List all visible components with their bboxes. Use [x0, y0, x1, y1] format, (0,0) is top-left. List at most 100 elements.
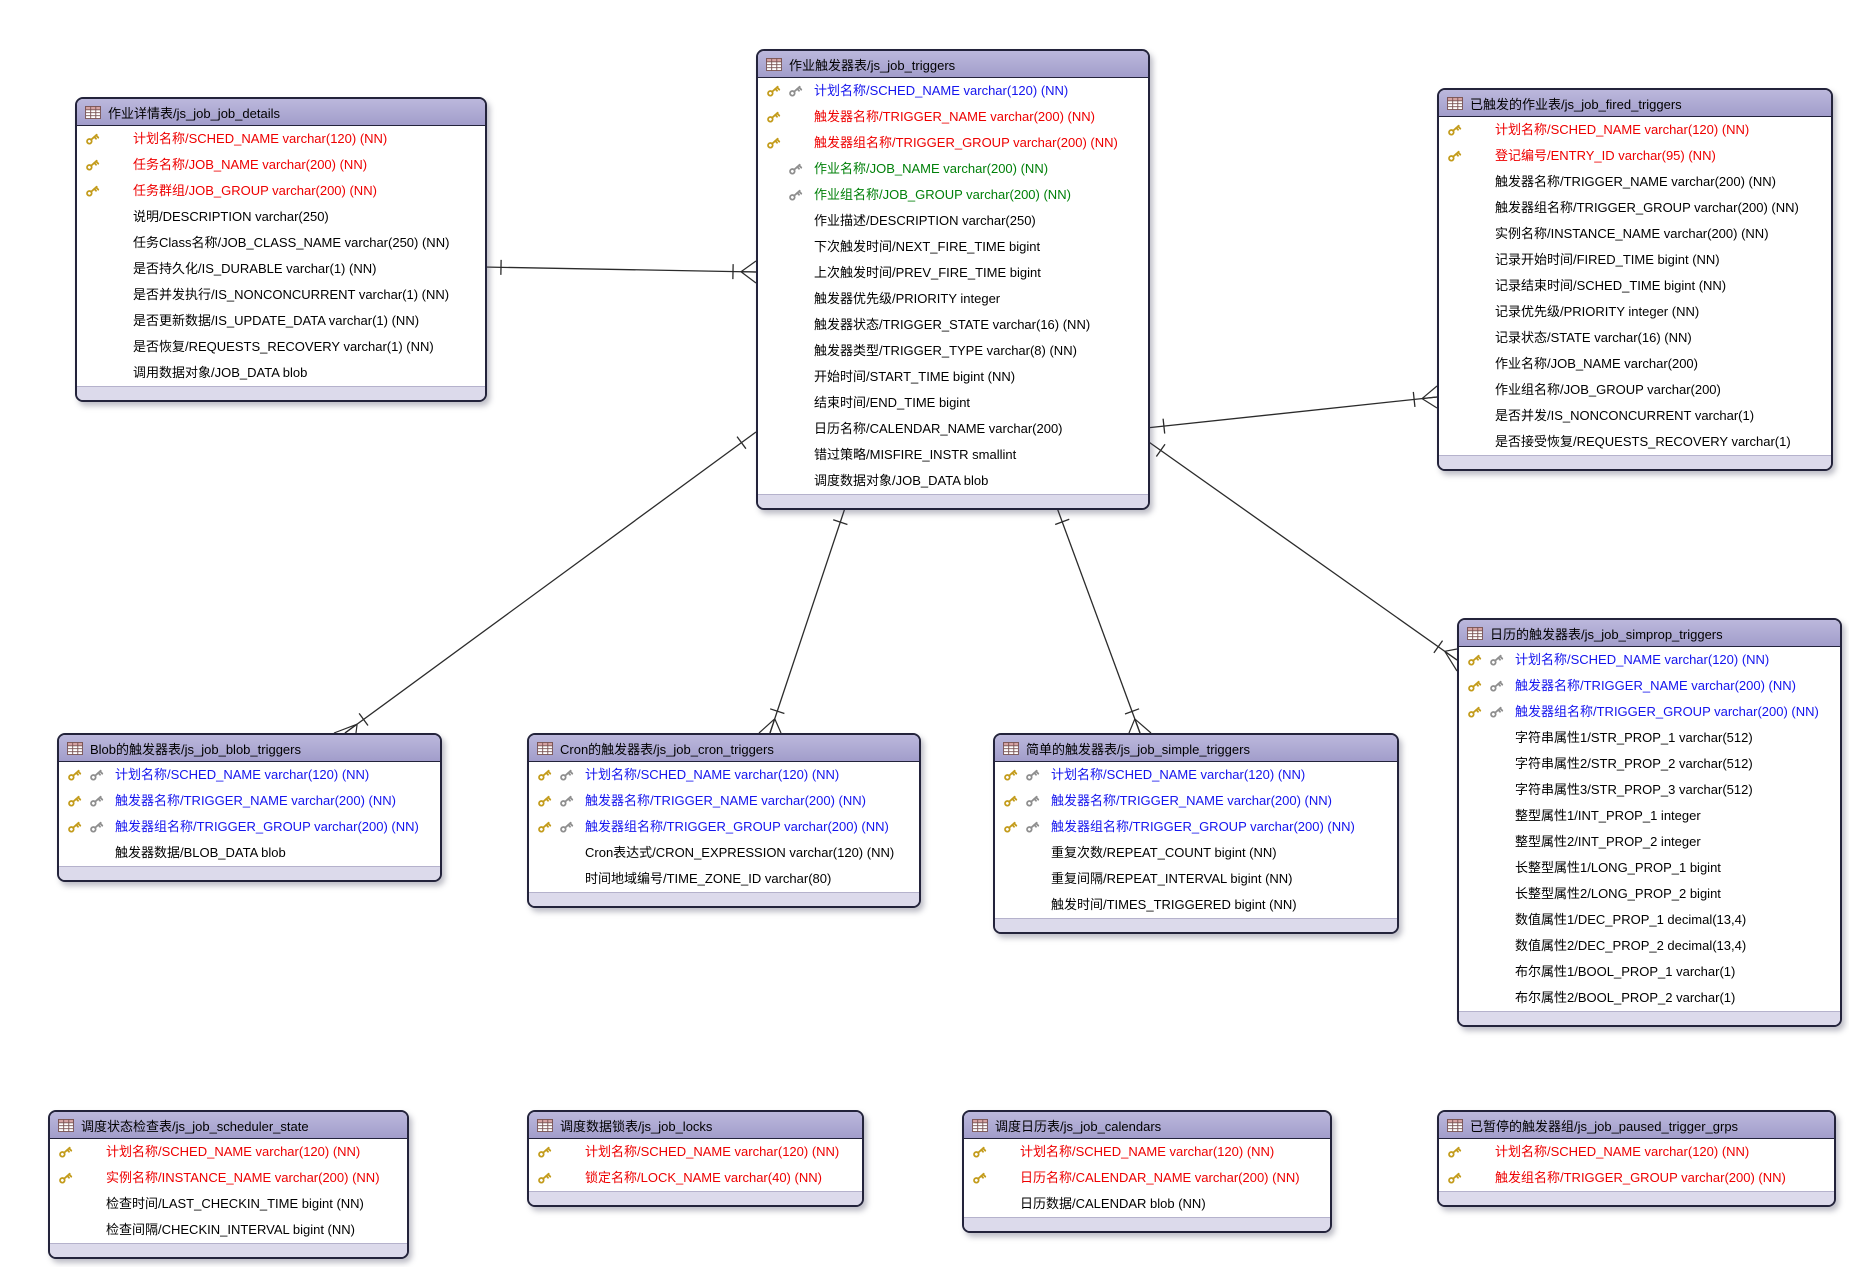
field-row[interactable]: 是否恢复/REQUESTS_RECOVERY varchar(1) (NN) [77, 334, 485, 360]
entity-header[interactable]: 调度状态检查表/js_job_scheduler_state [50, 1112, 407, 1139]
field-row[interactable]: 计划名称/SCHED_NAME varchar(120) (NN) [59, 762, 440, 788]
field-row[interactable]: 布尔属性2/BOOL_PROP_2 varchar(1) [1459, 985, 1840, 1011]
field-row[interactable]: 长整型属性1/LONG_PROP_1 bigint [1459, 855, 1840, 881]
field-row[interactable]: 记录优先级/PRIORITY integer (NN) [1439, 299, 1831, 325]
field-row[interactable]: 登记编号/ENTRY_ID varchar(95) (NN) [1439, 143, 1831, 169]
field-row[interactable]: 触发器名称/TRIGGER_NAME varchar(200) (NN) [758, 104, 1148, 130]
entity-header[interactable]: 已暂停的触发器组/js_job_paused_trigger_grps [1439, 1112, 1834, 1139]
entity-js_job_locks[interactable]: 调度数据锁表/js_job_locks 计划名称/SCHED_NAME varc… [527, 1110, 864, 1207]
field-row[interactable]: 作业描述/DESCRIPTION varchar(250) [758, 208, 1148, 234]
entity-header[interactable]: 调度数据锁表/js_job_locks [529, 1112, 862, 1139]
field-row[interactable]: 检查间隔/CHECKIN_INTERVAL bigint (NN) [50, 1217, 407, 1243]
entity-js_job_job_details[interactable]: 作业详情表/js_job_job_details 计划名称/SCHED_NAME… [75, 97, 487, 402]
entity-header[interactable]: 作业详情表/js_job_job_details [77, 99, 485, 126]
field-row[interactable]: 长整型属性2/LONG_PROP_2 bigint [1459, 881, 1840, 907]
field-row[interactable]: 调度数据对象/JOB_DATA blob [758, 468, 1148, 494]
field-row[interactable]: 计划名称/SCHED_NAME varchar(120) (NN) [1459, 647, 1840, 673]
field-row[interactable]: 触发器组名称/TRIGGER_GROUP varchar(200) (NN) [995, 814, 1397, 840]
field-row[interactable]: 任务Class名称/JOB_CLASS_NAME varchar(250) (N… [77, 230, 485, 256]
relation-js_job_triggers-js_job_simprop_triggers[interactable] [1145, 439, 1458, 672]
entity-js_job_scheduler_state[interactable]: 调度状态检查表/js_job_scheduler_state 计划名称/SCHE… [48, 1110, 409, 1259]
field-row[interactable]: 整型属性2/INT_PROP_2 integer [1459, 829, 1840, 855]
field-row[interactable]: 触发时间/TIMES_TRIGGERED bigint (NN) [995, 892, 1397, 918]
relation-js_job_triggers-js_job_simple_triggers[interactable] [1054, 504, 1152, 734]
field-row[interactable]: 计划名称/SCHED_NAME varchar(120) (NN) [995, 762, 1397, 788]
field-row[interactable]: Cron表达式/CRON_EXPRESSION varchar(120) (NN… [529, 840, 919, 866]
field-row[interactable]: 错过策略/MISFIRE_INSTR smallint [758, 442, 1148, 468]
field-row[interactable]: 检查时间/LAST_CHECKIN_TIME bigint (NN) [50, 1191, 407, 1217]
field-row[interactable]: 触发器名称/TRIGGER_NAME varchar(200) (NN) [1439, 169, 1831, 195]
field-row[interactable]: 上次触发时间/PREV_FIRE_TIME bigint [758, 260, 1148, 286]
field-row[interactable]: 触发器数据/BLOB_DATA blob [59, 840, 440, 866]
field-row[interactable]: 计划名称/SCHED_NAME varchar(120) (NN) [50, 1139, 407, 1165]
field-row[interactable]: 触发器状态/TRIGGER_STATE varchar(16) (NN) [758, 312, 1148, 338]
entity-js_job_fired_triggers[interactable]: 已触发的作业表/js_job_fired_triggers 计划名称/SCHED… [1437, 88, 1833, 471]
field-row[interactable]: 触发器组名称/TRIGGER_GROUP varchar(200) (NN) [59, 814, 440, 840]
field-row[interactable]: 作业组名称/JOB_GROUP varchar(200) [1439, 377, 1831, 403]
field-row[interactable]: 是否更新数据/IS_UPDATE_DATA varchar(1) (NN) [77, 308, 485, 334]
field-row[interactable]: 整型属性1/INT_PROP_1 integer [1459, 803, 1840, 829]
field-row[interactable]: 是否并发执行/IS_NONCONCURRENT varchar(1) (NN) [77, 282, 485, 308]
entity-header[interactable]: 调度日历表/js_job_calendars [964, 1112, 1330, 1139]
field-row[interactable]: 是否持久化/IS_DURABLE varchar(1) (NN) [77, 256, 485, 282]
field-row[interactable]: 触发器优先级/PRIORITY integer [758, 286, 1148, 312]
field-row[interactable]: 触发器组名称/TRIGGER_GROUP varchar(200) (NN) [1459, 699, 1840, 725]
field-row[interactable]: 计划名称/SCHED_NAME varchar(120) (NN) [1439, 117, 1831, 143]
field-row[interactable]: 任务群组/JOB_GROUP varchar(200) (NN) [77, 178, 485, 204]
field-row[interactable]: 实例名称/INSTANCE_NAME varchar(200) (NN) [50, 1165, 407, 1191]
field-row[interactable]: 记录开始时间/FIRED_TIME bigint (NN) [1439, 247, 1831, 273]
field-row[interactable]: 作业组名称/JOB_GROUP varchar(200) (NN) [758, 182, 1148, 208]
relation-js_job_triggers-js_job_blob_triggers[interactable] [333, 431, 757, 734]
entity-header[interactable]: Cron的触发器表/js_job_cron_triggers [529, 735, 919, 762]
field-row[interactable]: 计划名称/SCHED_NAME varchar(120) (NN) [77, 126, 485, 152]
entity-header[interactable]: Blob的触发器表/js_job_blob_triggers [59, 735, 440, 762]
field-row[interactable]: 记录结束时间/SCHED_TIME bigint (NN) [1439, 273, 1831, 299]
entity-header[interactable]: 简单的触发器表/js_job_simple_triggers [995, 735, 1397, 762]
entity-js_job_simprop_triggers[interactable]: 日历的触发器表/js_job_simprop_triggers 计划名称/SCH… [1457, 618, 1842, 1027]
field-row[interactable]: 触发器组名称/TRIGGER_GROUP varchar(200) (NN) [529, 814, 919, 840]
field-row[interactable]: 任务名称/JOB_NAME varchar(200) (NN) [77, 152, 485, 178]
relation-js_job_triggers-js_job_cron_triggers[interactable] [758, 504, 848, 734]
field-row[interactable]: 作业名称/JOB_NAME varchar(200) [1439, 351, 1831, 377]
field-row[interactable]: 触发器名称/TRIGGER_NAME varchar(200) (NN) [995, 788, 1397, 814]
field-row[interactable]: 字符串属性3/STR_PROP_3 varchar(512) [1459, 777, 1840, 803]
field-row[interactable]: 数值属性2/DEC_PROP_2 decimal(13,4) [1459, 933, 1840, 959]
field-row[interactable]: 计划名称/SCHED_NAME varchar(120) (NN) [529, 762, 919, 788]
entity-js_job_paused_trigger_grps[interactable]: 已暂停的触发器组/js_job_paused_trigger_grps 计划名称… [1437, 1110, 1836, 1207]
field-row[interactable]: 记录状态/STATE varchar(16) (NN) [1439, 325, 1831, 351]
field-row[interactable]: 下次触发时间/NEXT_FIRE_TIME bigint [758, 234, 1148, 260]
field-row[interactable]: 字符串属性1/STR_PROP_1 varchar(512) [1459, 725, 1840, 751]
field-row[interactable]: 是否接受恢复/REQUESTS_RECOVERY varchar(1) [1439, 429, 1831, 455]
field-row[interactable]: 触发组名称/TRIGGER_GROUP varchar(200) (NN) [1439, 1165, 1834, 1191]
field-row[interactable]: 数值属性1/DEC_PROP_1 decimal(13,4) [1459, 907, 1840, 933]
field-row[interactable]: 调用数据对象/JOB_DATA blob [77, 360, 485, 386]
field-row[interactable]: 触发器类型/TRIGGER_TYPE varchar(8) (NN) [758, 338, 1148, 364]
field-row[interactable]: 是否并发/IS_NONCONCURRENT varchar(1) [1439, 403, 1831, 429]
field-row[interactable]: 锁定名称/LOCK_NAME varchar(40) (NN) [529, 1165, 862, 1191]
field-row[interactable]: 重复间隔/REPEAT_INTERVAL bigint (NN) [995, 866, 1397, 892]
relation-js_job_triggers-js_job_fired_triggers[interactable] [1145, 385, 1438, 434]
field-row[interactable]: 计划名称/SCHED_NAME varchar(120) (NN) [1439, 1139, 1834, 1165]
field-row[interactable]: 触发器组名称/TRIGGER_GROUP varchar(200) (NN) [1439, 195, 1831, 221]
entity-header[interactable]: 作业触发器表/js_job_triggers [758, 51, 1148, 78]
field-row[interactable]: 触发器名称/TRIGGER_NAME varchar(200) (NN) [529, 788, 919, 814]
field-row[interactable]: 计划名称/SCHED_NAME varchar(120) (NN) [964, 1139, 1330, 1165]
field-row[interactable]: 计划名称/SCHED_NAME varchar(120) (NN) [758, 78, 1148, 104]
entity-js_job_cron_triggers[interactable]: Cron的触发器表/js_job_cron_triggers 计划名称/SCHE… [527, 733, 921, 908]
relation-js_job_job_details-js_job_triggers[interactable] [482, 259, 757, 284]
field-row[interactable]: 作业名称/JOB_NAME varchar(200) (NN) [758, 156, 1148, 182]
field-row[interactable]: 计划名称/SCHED_NAME varchar(120) (NN) [529, 1139, 862, 1165]
field-row[interactable]: 日历数据/CALENDAR blob (NN) [964, 1191, 1330, 1217]
field-row[interactable]: 字符串属性2/STR_PROP_2 varchar(512) [1459, 751, 1840, 777]
field-row[interactable]: 触发器名称/TRIGGER_NAME varchar(200) (NN) [1459, 673, 1840, 699]
entity-header[interactable]: 日历的触发器表/js_job_simprop_triggers [1459, 620, 1840, 647]
field-row[interactable]: 实例名称/INSTANCE_NAME varchar(200) (NN) [1439, 221, 1831, 247]
entity-js_job_blob_triggers[interactable]: Blob的触发器表/js_job_blob_triggers 计划名称/SCHE… [57, 733, 442, 882]
field-row[interactable]: 日历名称/CALENDAR_NAME varchar(200) (NN) [964, 1165, 1330, 1191]
field-row[interactable]: 重复次数/REPEAT_COUNT bigint (NN) [995, 840, 1397, 866]
field-row[interactable]: 日历名称/CALENDAR_NAME varchar(200) [758, 416, 1148, 442]
entity-js_job_calendars[interactable]: 调度日历表/js_job_calendars 计划名称/SCHED_NAME v… [962, 1110, 1332, 1233]
entity-js_job_triggers[interactable]: 作业触发器表/js_job_triggers 计划名称/SCHED_NAME v… [756, 49, 1150, 510]
entity-header[interactable]: 已触发的作业表/js_job_fired_triggers [1439, 90, 1831, 117]
field-row[interactable]: 时间地域编号/TIME_ZONE_ID varchar(80) [529, 866, 919, 892]
